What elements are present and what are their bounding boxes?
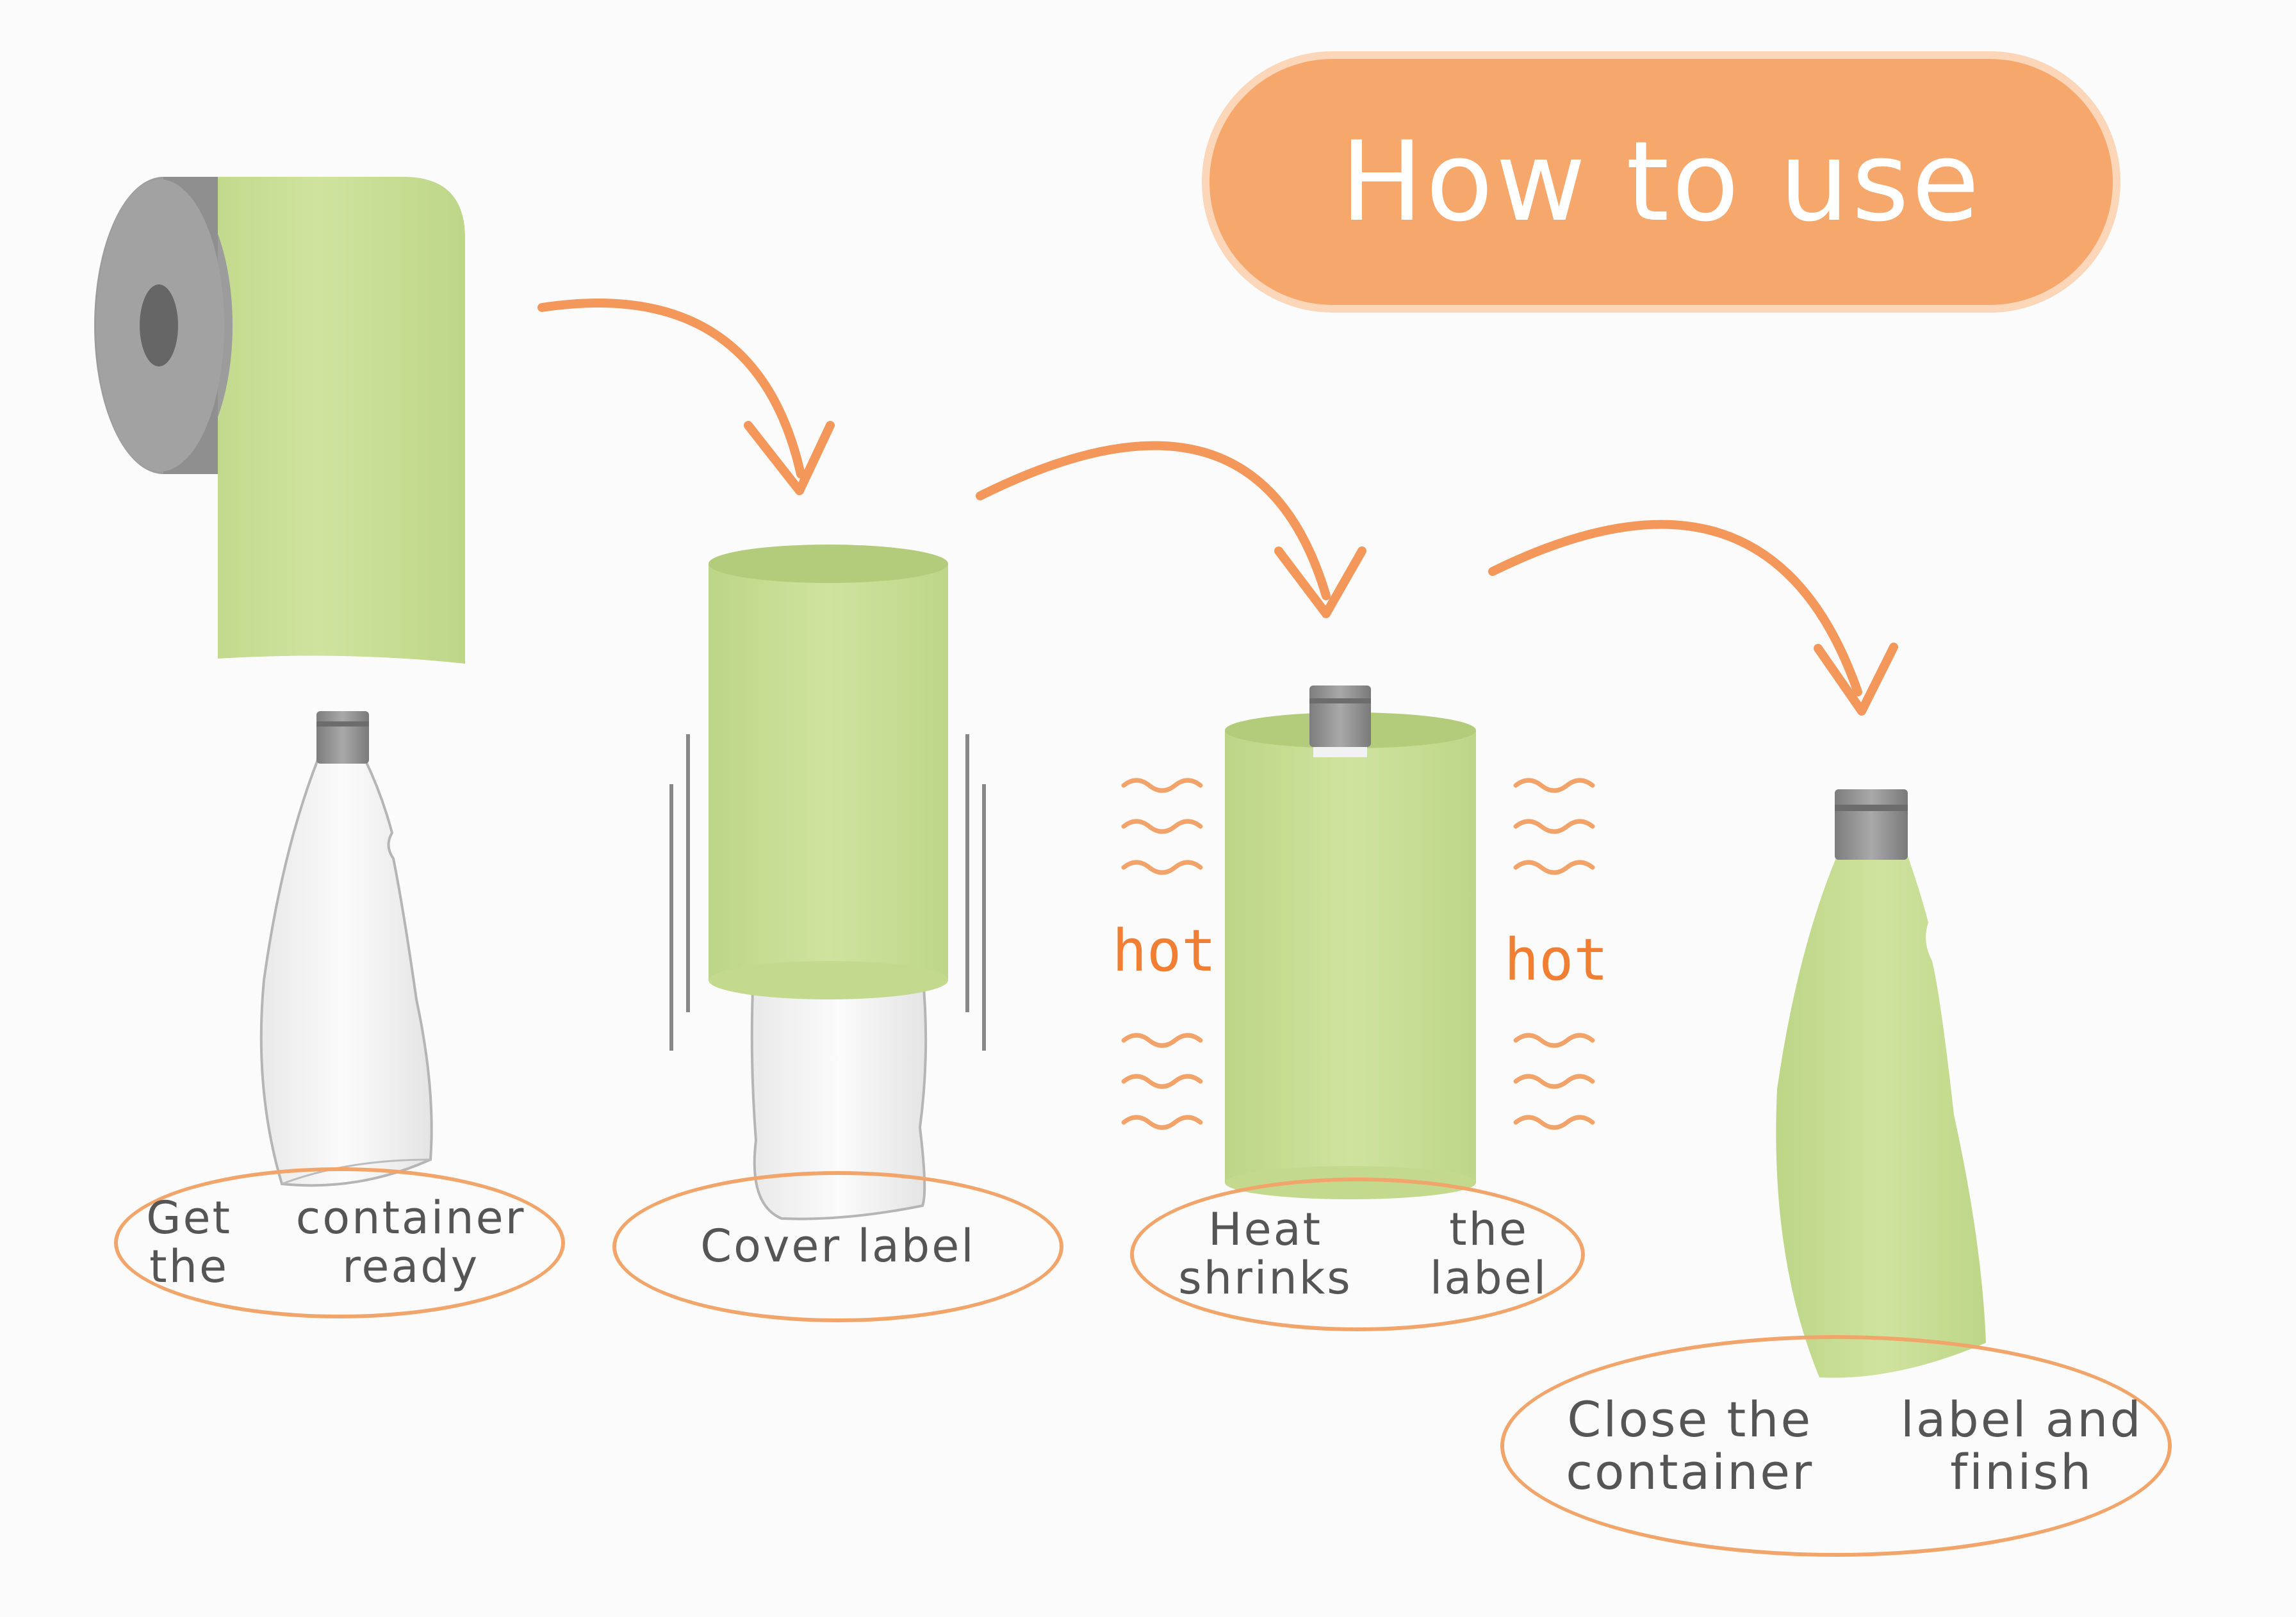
step-label-1: Get the container ready [114,1167,565,1318]
step-label-1-line1: Get the [146,1192,232,1293]
hot-indicator-right: hot [1504,926,1609,994]
label-sleeve-icon [669,545,986,1220]
empty-bottle-icon [259,711,433,1187]
step-label-3-line2: the label [1429,1203,1548,1304]
step-label-2: Cover label [612,1171,1063,1322]
step-label-4-line1: Close the container [1566,1390,1814,1500]
curved-arrow-icon [537,299,835,495]
curved-arrow-icon [976,441,1366,618]
step-label-4-line2: label and finish [1900,1390,2143,1500]
step-label-3: Heat shrinks the label [1130,1178,1585,1331]
step-label-2-line1: Cover label [700,1220,976,1273]
page-title: How to use [1340,117,1982,246]
step-label-4: Close the container label and finish [1500,1335,2172,1557]
title-banner: How to use [1202,51,2120,313]
labeled-bottle-icon [1776,789,1986,1378]
hot-indicator-left: hot [1112,917,1217,985]
shrinking-sleeve-icon [1225,685,1476,1199]
heat-wave-icon [1121,778,1203,1130]
curved-arrow-icon [1488,520,1898,716]
step-label-3-line1: Heat shrinks [1178,1203,1352,1304]
step-label-1-line2: container ready [295,1192,526,1293]
heat-wave-icon [1513,778,1595,1130]
label-roll-icon [94,177,465,664]
